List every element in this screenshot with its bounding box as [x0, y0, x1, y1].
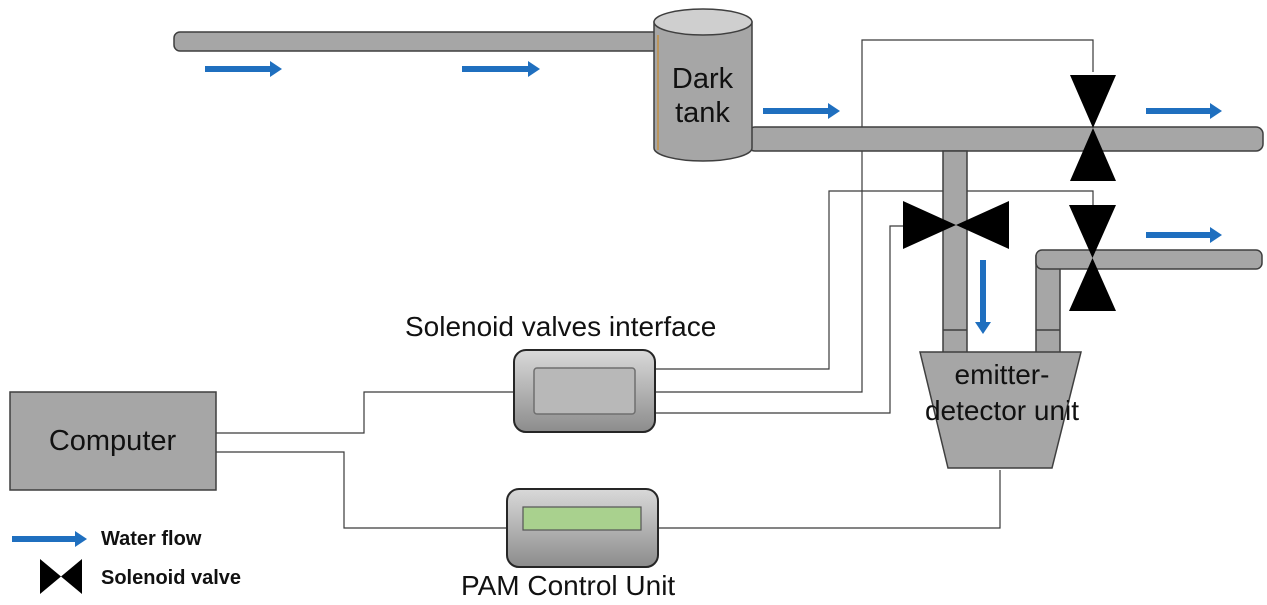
- flow-arrows: [205, 61, 1222, 334]
- solenoid-interface-label: Solenoid valves interface: [405, 311, 717, 342]
- legend-flow-arrow-icon: [12, 531, 87, 547]
- solenoid-valves: [903, 75, 1116, 311]
- main-outlet-pipe: [747, 126, 1264, 152]
- solenoid-valves-interface: [513, 349, 656, 433]
- legend-water-flow-label: Water flow: [101, 528, 202, 550]
- wire-interface-to-valve-middle: [655, 39, 1094, 393]
- dark-tank-label: Dark tank: [671, 63, 734, 129]
- legend: [12, 531, 87, 594]
- wire-pam-to-emitter: [658, 470, 1001, 529]
- valve-return-outlet-icon: [1069, 205, 1116, 311]
- return-riser-pipe: [1035, 255, 1061, 354]
- pam-display: [522, 506, 642, 531]
- emitter-detector-label: emitter-detector unit: [924, 359, 1080, 426]
- return-outlet-pipe: [1035, 249, 1263, 270]
- control-wires: [216, 39, 1094, 529]
- dark-tank: [653, 8, 753, 162]
- inlet-pipe: [173, 31, 663, 52]
- wire-interface-to-valve-bottom: [655, 225, 905, 414]
- pam-control-unit: [506, 488, 659, 568]
- legend-valve-icon: [40, 559, 82, 594]
- flow-arrow-down-icon: [975, 260, 991, 334]
- pam-control-label: PAM Control Unit: [461, 570, 676, 601]
- wire-computer-to-interface: [216, 391, 514, 434]
- flow-arrow-icon: [462, 61, 540, 77]
- flow-arrow-icon: [763, 103, 840, 119]
- vertical-branch-pipe: [942, 150, 968, 354]
- flow-arrow-icon: [1146, 227, 1222, 243]
- emitter-detector-unit: [919, 351, 1082, 469]
- legend-solenoid-valve-label: Solenoid valve: [101, 567, 242, 589]
- wire-computer-to-pam: [216, 451, 510, 529]
- computer-label: Computer: [48, 425, 177, 457]
- valve-branch-icon: [903, 201, 1009, 249]
- computer-box: [9, 391, 217, 491]
- flow-arrow-icon: [205, 61, 282, 77]
- flow-arrow-icon: [1146, 103, 1222, 119]
- valve-main-outlet-icon: [1070, 75, 1116, 181]
- wire-interface-to-valve-top: [655, 190, 1094, 370]
